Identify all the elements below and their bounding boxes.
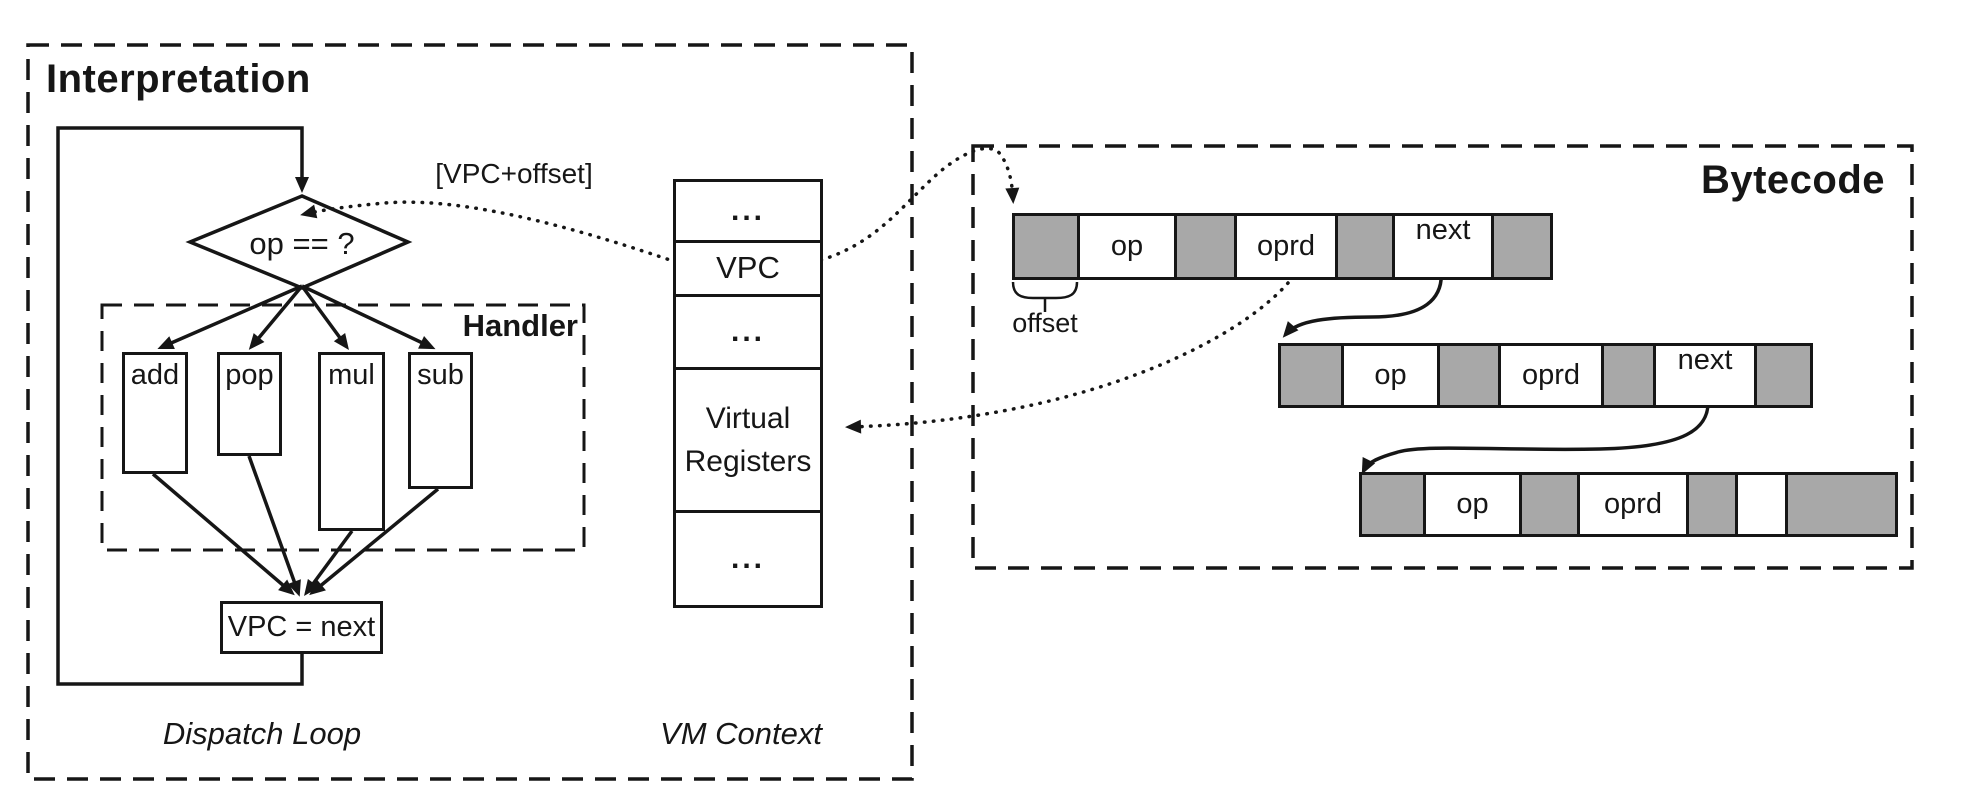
bytecode-cell-gray (1757, 346, 1810, 405)
bytecode-cell-gray (1440, 346, 1501, 405)
vm-row-virtual-registers: Virtual Registers (676, 370, 820, 513)
vm-row-dots-bottom: ... (730, 542, 765, 576)
bytecode-cell-op: op (1080, 216, 1177, 277)
dotted-arrow-oprd-to-registers (845, 281, 1290, 434)
vm-row-dots-mid: ... (676, 297, 820, 370)
vm-context-column: ... VPC ... Virtual Registers ... (673, 179, 823, 608)
handler-title: Handler (462, 308, 578, 343)
handler-box-pop: pop (217, 352, 282, 456)
bytecode-cell-gray (1522, 475, 1580, 534)
bytecode-cell-next: next (1395, 216, 1494, 277)
next-pointer-curve-row1 (1282, 261, 1444, 338)
dispatch-loop-caption: Dispatch Loop (162, 716, 362, 751)
handler-box-mul: mul (318, 352, 385, 531)
bytecode-cell-gray (1689, 475, 1738, 534)
handler-converge-arrows (151, 455, 440, 597)
vm-row-vpc: VPC (676, 243, 820, 297)
bytecode-cell-gray (1281, 346, 1344, 405)
bytecode-cell-white (1738, 475, 1788, 534)
bytecode-cell-gray (1177, 216, 1237, 277)
vpc-assign-box: VPC = next (220, 601, 383, 654)
bytecode-cell-oprd: oprd (1580, 475, 1689, 534)
bytecode-cell-gray (1338, 216, 1395, 277)
bytecode-cell-oprd: oprd (1237, 216, 1338, 277)
bytecode-cell-gray (1788, 475, 1895, 534)
dispatch-loop-line (56, 126, 309, 686)
offset-label: offset (1012, 308, 1078, 338)
dispatch-fanout-arrows (157, 284, 436, 351)
bytecode-cell-gray (1494, 216, 1550, 277)
handler-box-add: add (122, 352, 188, 474)
dispatch-condition-label: op == ? (249, 226, 355, 261)
bytecode-frame (971, 144, 1914, 570)
vm-row-dots-top: ... (676, 182, 820, 243)
bytecode-cell-oprd: oprd (1501, 346, 1604, 405)
next-pointer-curve-row2 (1361, 391, 1710, 475)
bytecode-title: Bytecode (1700, 158, 1885, 202)
dotted-arrow-vpc-to-bytecode (819, 146, 1020, 262)
bytecode-cell-gray (1362, 475, 1426, 534)
offset-brace (1011, 281, 1079, 312)
bytecode-cell-op: op (1344, 346, 1440, 405)
handler-box-sub: sub (408, 352, 473, 489)
bytecode-cell-op: op (1426, 475, 1522, 534)
bytecode-row-2: op oprd next (1278, 343, 1813, 408)
vpc-offset-annotation: [VPC+offset] (435, 158, 593, 189)
bytecode-cell-next: next (1656, 346, 1757, 405)
bytecode-cell-gray (1604, 346, 1656, 405)
vm-context-caption: VM Context (660, 716, 822, 751)
bytecode-cell-gray (1015, 216, 1080, 277)
interpretation-title: Interpretation (46, 57, 311, 101)
interpretation-frame (26, 43, 914, 781)
